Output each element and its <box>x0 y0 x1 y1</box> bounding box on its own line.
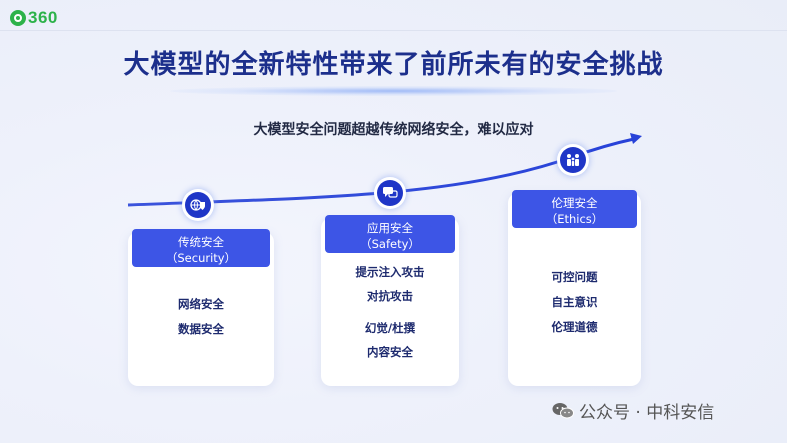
header-divider <box>0 30 787 31</box>
logo-360: 360 <box>10 8 58 28</box>
card-items: 网络安全 数据安全 <box>128 296 274 337</box>
card-title: 伦理安全 <box>551 196 598 210</box>
watermark: 公众号 · 中科安信 <box>552 398 714 423</box>
slide-title: 大模型的全新特性带来了前所未有的安全挑战 <box>123 50 664 80</box>
chat-icon <box>377 180 403 206</box>
card-header: 应用安全 （Safety） <box>325 215 455 253</box>
curve-arrowhead-icon <box>630 133 642 144</box>
card-item: 可控问题 <box>551 270 598 284</box>
card-item: 自主意识 <box>551 295 598 309</box>
card-header: 伦理安全 （Ethics） <box>512 190 637 228</box>
card-application-security: 应用安全 （Safety） 提示注入攻击 对抗攻击 幻觉/杜撰 内容安全 <box>321 215 459 386</box>
logo-mark-icon <box>10 10 26 26</box>
card-item: 对抗攻击 <box>367 289 413 303</box>
card-title: 传统安全 <box>178 235 224 249</box>
card-ethics-security: 伦理安全 （Ethics） 可控问题 自主意识 伦理道德 <box>508 190 641 386</box>
card-item: 幻觉/杜撰 <box>364 321 416 335</box>
people-icon <box>560 147 586 173</box>
title-underline-glow <box>170 86 617 96</box>
card-traditional-security: 传统安全 （Security） 网络安全 数据安全 <box>128 229 274 386</box>
card-subtitle: （Ethics） <box>545 212 604 226</box>
card-item: 内容安全 <box>367 345 413 359</box>
card-item: 网络安全 <box>178 297 224 311</box>
card-header: 传统安全 （Security） <box>132 229 270 267</box>
card-subtitle: （Security） <box>165 251 237 265</box>
card-items: 提示注入攻击 对抗攻击 幻觉/杜撰 内容安全 <box>321 264 459 360</box>
card-item: 数据安全 <box>178 322 224 336</box>
watermark-text: 公众号 · 中科安信 <box>579 403 715 423</box>
logo-text: 360 <box>28 8 58 27</box>
card-subtitle: （Safety） <box>360 237 420 251</box>
slide-subtitle: 大模型安全问题超越传统网络安全，难以应对 <box>253 122 534 138</box>
card-title: 应用安全 <box>367 221 413 235</box>
wechat-icon <box>552 402 574 420</box>
globe-shield-icon <box>185 192 211 218</box>
card-item: 伦理道德 <box>551 320 598 334</box>
card-item: 提示注入攻击 <box>355 265 425 279</box>
card-items: 可控问题 自主意识 伦理道德 <box>508 269 641 335</box>
